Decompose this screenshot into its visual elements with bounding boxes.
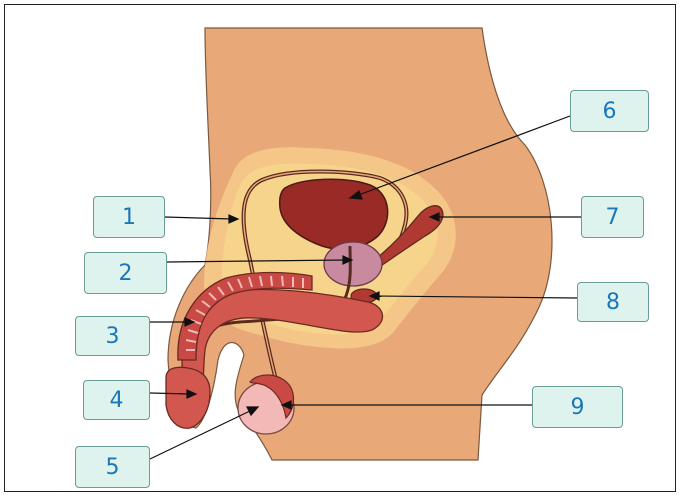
pointer-8	[375, 295, 578, 299]
label-2: 2	[84, 252, 167, 294]
cavernosum-stripes	[185, 275, 304, 351]
figure-frame	[4, 4, 676, 492]
pointer-5	[149, 409, 253, 460]
label-6: 6	[570, 90, 649, 132]
pointer-1	[164, 216, 233, 220]
label-7: 7	[581, 196, 644, 238]
label-3: 3	[75, 316, 150, 356]
pointer-2	[166, 259, 347, 263]
seminal-vesicle	[371, 205, 444, 269]
label-5: 5	[75, 446, 150, 488]
prostate	[323, 241, 383, 287]
label-8: 8	[577, 282, 649, 322]
label-9: 9	[532, 386, 623, 428]
pointer-lines	[149, 115, 581, 460]
label-1: 1	[93, 196, 165, 238]
pointer-4	[149, 392, 191, 395]
label-4: 4	[83, 380, 150, 420]
epididymis	[249, 374, 295, 420]
pointer-6	[355, 115, 571, 197]
